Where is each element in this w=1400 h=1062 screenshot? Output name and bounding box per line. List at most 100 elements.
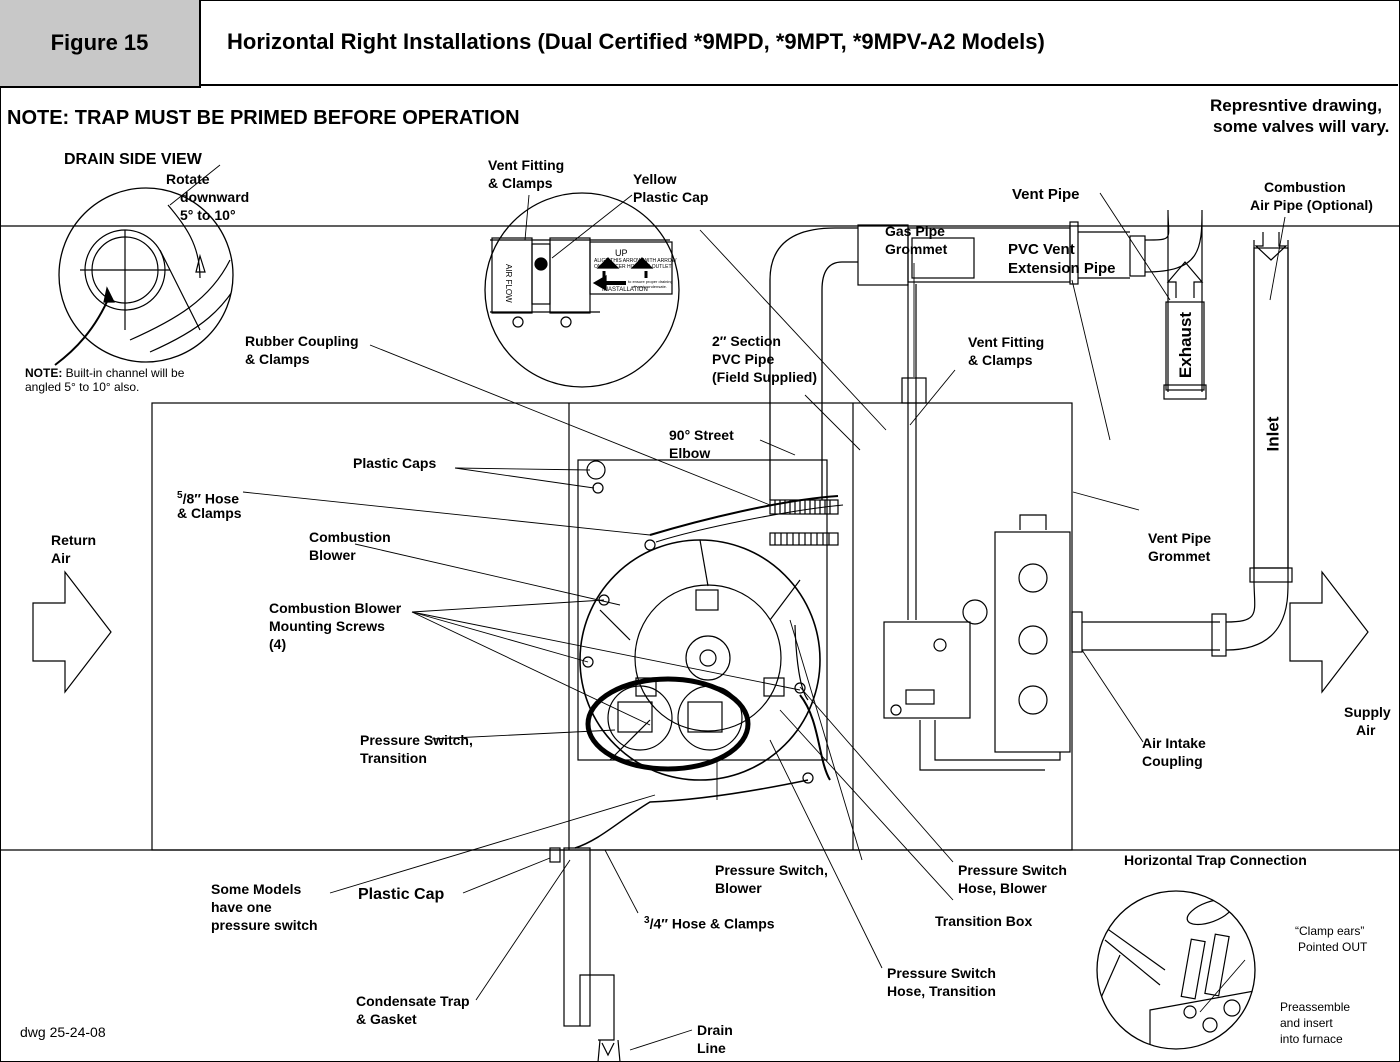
hose-58-line1: 5/8″ Hose	[177, 487, 239, 508]
vent-fitting-inset	[484, 192, 680, 388]
condensate-trap-2: & Gasket	[356, 1011, 417, 1027]
rubber-coupling	[769, 499, 839, 515]
horizontal-trap-inset	[1096, 890, 1256, 1050]
drain-side-view-inset	[58, 187, 234, 363]
vent-fitting-top-1: Vent Fitting	[488, 157, 565, 173]
plastic-caps-label: Plastic Caps	[353, 455, 437, 471]
condensate-trap-1: Condensate Trap	[356, 993, 470, 1009]
air-intake-1: Air Intake	[1142, 735, 1206, 751]
return-air-1: Return	[51, 532, 97, 548]
inlet-arrow	[1254, 232, 1288, 261]
combustion-air-1: Combustion	[1264, 179, 1346, 195]
hose-34-den: /4″ Hose & Clamps	[649, 915, 775, 932]
pvc-section-1: 2″ Section	[712, 333, 781, 349]
inset-align-2: ON INDUCER HOUSING OUTLET	[594, 264, 672, 270]
condensate-trap	[563, 847, 591, 1027]
vent-fitting-mid-1: Vent Fitting	[968, 334, 1045, 350]
pvc-extension-2: Extension Pipe	[1008, 260, 1116, 277]
channel-note-prefix: NOTE:	[25, 366, 63, 380]
blower-motor	[634, 584, 782, 732]
drawing-number: dwg 25-24-08	[20, 1024, 106, 1040]
ps-hose-transition-1: Pressure Switch	[887, 965, 996, 981]
vent-pipe-label: Vent Pipe	[1012, 186, 1080, 203]
inset-airflow: AIR FLOW	[504, 264, 513, 303]
yellow-cap-2: Plastic Cap	[633, 189, 709, 205]
clamp-ears-1: “Clamp ears”	[1295, 924, 1365, 938]
gas-pipe-grommet-shape	[901, 377, 927, 404]
combustion-air-2: Air Pipe (Optional)	[1250, 197, 1373, 213]
plastic-cap-label: Plastic Cap	[358, 886, 445, 903]
leader-lines	[169, 164, 1286, 1051]
some-models-2: have one	[211, 899, 272, 915]
rubber-coupling-2: & Clamps	[245, 351, 310, 367]
mounting-screws-2: Mounting Screws	[269, 618, 385, 634]
ps-transition-1: Pressure Switch,	[360, 732, 473, 748]
drain-line-2: Line	[697, 1040, 726, 1056]
inlet-label: Inlet	[1263, 416, 1283, 452]
figure-number: Figure 15	[0, 0, 201, 88]
preassemble-1: Preassemble	[1280, 1000, 1351, 1014]
return-air-2: Air	[51, 550, 71, 566]
mounting-screws-1: Combustion Blower	[269, 600, 402, 616]
inset-align-1: ALIGN THIS ARROW WITH ARROW	[594, 258, 677, 264]
representative-line1: Represntive drawing,	[1210, 96, 1382, 115]
ps-blower-2: Blower	[715, 880, 762, 896]
vent-fitting-top-2: & Clamps	[488, 175, 553, 191]
channel-note-line1: NOTE: Built-in channel will be	[25, 365, 184, 382]
blower-plate	[577, 459, 828, 761]
ps-transition-2: Transition	[360, 750, 427, 766]
gas-pipe-grommet-2: Grommet	[885, 241, 948, 257]
figure-title: Horizontal Right Installations (Dual Cer…	[201, 0, 1398, 86]
rotate-line1: Rotate	[166, 171, 210, 187]
exhaust-label: Exhaust	[1176, 311, 1196, 379]
burner-manifold	[994, 531, 1071, 753]
pvc-section-3: (Field Supplied)	[712, 369, 817, 385]
combustion-blower-2: Blower	[309, 547, 356, 563]
supply-air-2: Air	[1356, 722, 1376, 738]
channel-note-line2: angled 5° to 10° also.	[25, 380, 140, 394]
return-air-arrow	[32, 570, 112, 694]
vent-fitting-mid-2: & Clamps	[968, 352, 1033, 368]
transition-box-label: Transition Box	[935, 913, 1033, 929]
exhaust-arrow	[1166, 261, 1204, 298]
some-models-3: pressure switch	[211, 917, 318, 933]
inset-ensure-1: to ensure proper draining	[628, 279, 673, 284]
gas-valve	[883, 621, 971, 719]
clamp-ears-2: Pointed OUT	[1298, 940, 1368, 954]
gas-pipe-grommet-1: Gas Pipe	[885, 223, 945, 239]
exhaust-pipe	[1165, 301, 1205, 391]
inset-installation: INASTALLATION	[602, 287, 648, 293]
representative-line2: some valves will vary.	[1213, 117, 1390, 136]
ps-blower-1: Pressure Switch,	[715, 862, 828, 878]
mounting-screws-3: (4)	[269, 636, 287, 652]
pvc-extension-1: PVC Vent	[1008, 241, 1075, 258]
some-models-1: Some Models	[211, 881, 302, 897]
rotate-line2: downward	[180, 189, 250, 205]
rotate-line3: 5° to 10°	[180, 207, 236, 223]
hose-34-num: 3	[644, 915, 650, 926]
street-elbow-1: 90° Street	[669, 427, 734, 443]
inset-ensure-2: of vent condensate.	[632, 284, 667, 289]
pvc-section-2: PVC Pipe	[712, 351, 775, 367]
supply-air-1: Supply	[1344, 704, 1391, 720]
preassemble-2: and insert	[1280, 1016, 1333, 1030]
trap-note: NOTE: TRAP MUST BE PRIMED BEFORE OPERATI…	[7, 107, 520, 129]
pressure-switch-highlight	[585, 676, 751, 772]
hose-34-label: 3/4″ Hose & Clamps	[644, 912, 775, 933]
channel-note-text: Built-in channel will be	[62, 366, 185, 380]
supply-air-arrow	[1289, 570, 1369, 694]
vent-pipe-grommet-1: Vent Pipe	[1148, 530, 1212, 546]
street-elbow-2: Elbow	[669, 445, 711, 461]
horizontal-trap-title: Horizontal Trap Connection	[1124, 852, 1307, 868]
inlet-pipe	[1253, 247, 1289, 569]
ps-hose-blower-1: Pressure Switch	[958, 862, 1067, 878]
drain-view-title: DRAIN SIDE VIEW	[64, 151, 202, 168]
ps-hose-blower-2: Hose, Blower	[958, 880, 1047, 896]
vent-pipe-grommet-2: Grommet	[1148, 548, 1211, 564]
hose-58-line2: & Clamps	[177, 505, 242, 521]
air-intake-2: Coupling	[1142, 753, 1203, 769]
rubber-coupling-1: Rubber Coupling	[245, 333, 359, 349]
preassemble-3: into furnace	[1280, 1032, 1343, 1046]
hose-58-den: /8″ Hose	[182, 490, 240, 507]
